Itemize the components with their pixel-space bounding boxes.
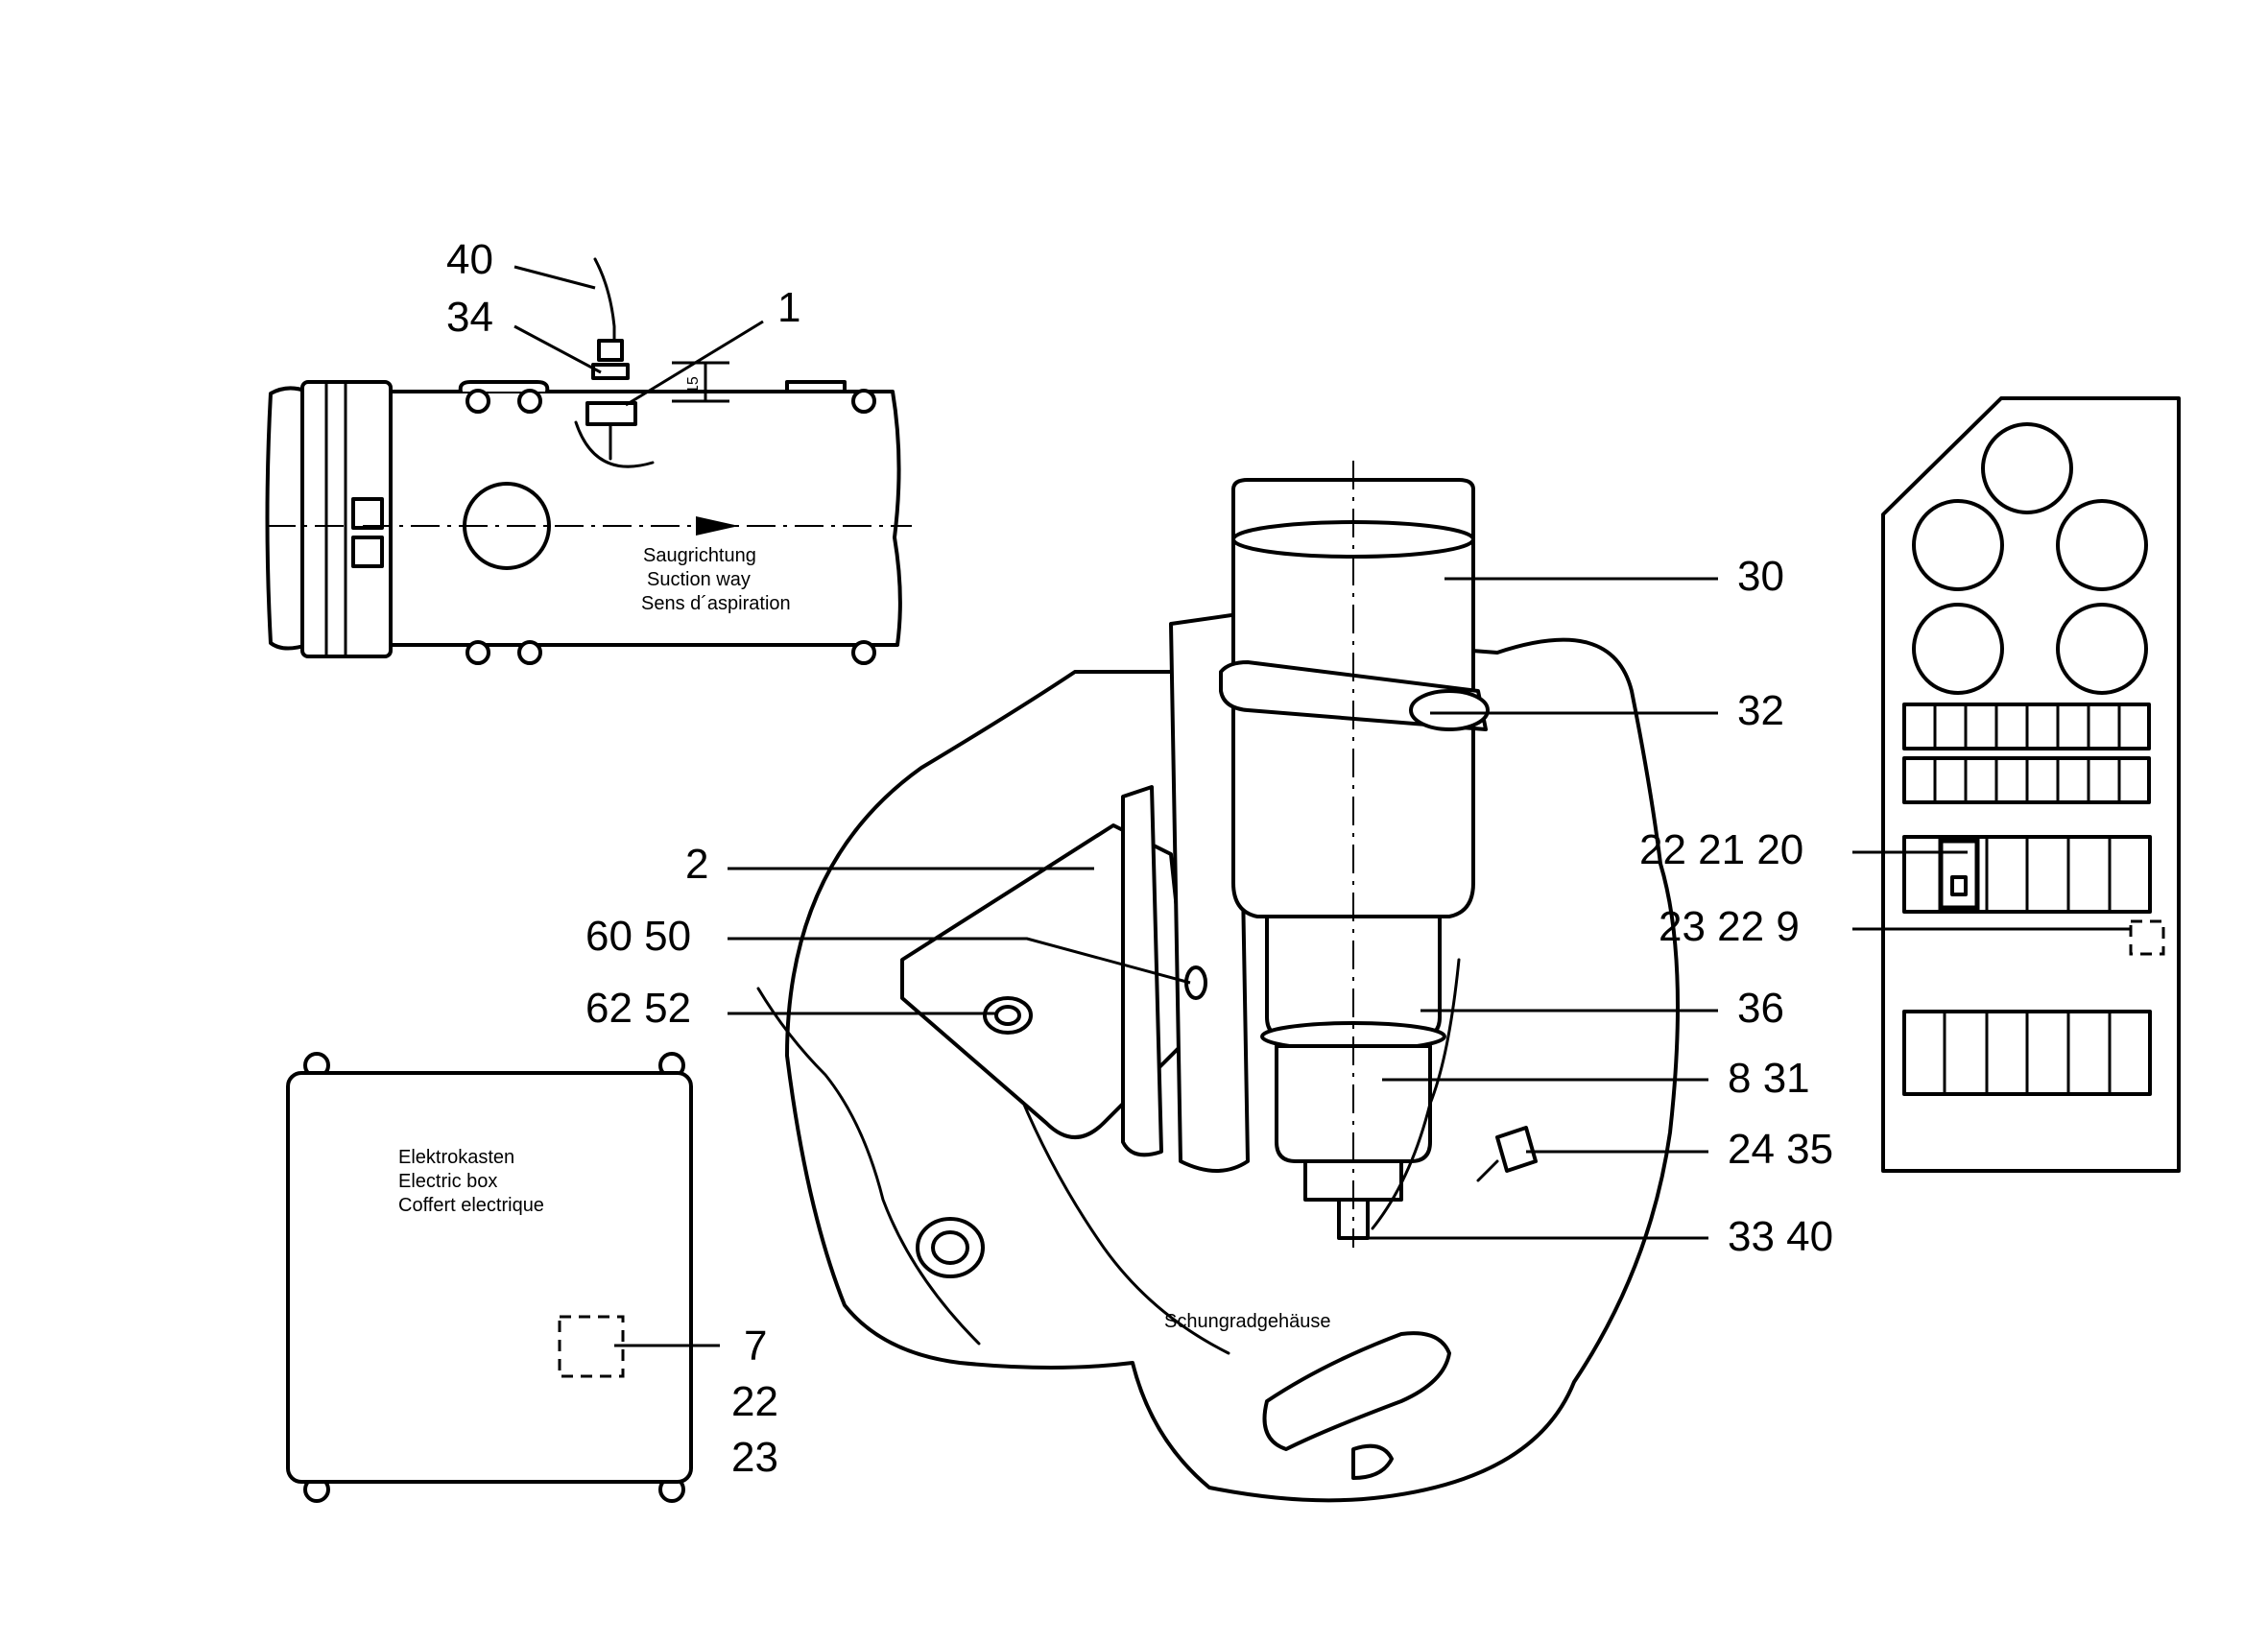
control-panel-callouts: 22 21 20 23 22 9 (1639, 826, 2131, 950)
electric-box-label-fr: Coffert electrique (398, 1195, 544, 1216)
callout-8-31: 8 31 (1728, 1055, 1810, 1102)
fuel-filter-drawing (1219, 461, 1490, 1248)
dimension-15: 15 (685, 376, 702, 393)
electric-box-drawing: Elektrokasten Electric box Coffert elect… (286, 1052, 693, 1503)
suction-pipe-callouts: 40 34 1 (446, 236, 800, 407)
electric-box-callouts: 7 22 23 (614, 1322, 778, 1481)
flywheel-housing-drawing: Schungradgehäuse (756, 612, 1680, 1503)
callout-32: 32 (1737, 687, 1784, 734)
electric-box-label-de: Elektrokasten (398, 1147, 514, 1168)
callout-30: 30 (1737, 553, 1784, 600)
callout-22-21-20: 22 21 20 (1639, 826, 1803, 873)
callout-62-52: 62 52 (585, 985, 691, 1032)
callout-40-sensor-cable: 40 (446, 236, 493, 283)
callout-1: 1 (777, 284, 800, 331)
callout-60-50: 60 50 (585, 913, 691, 960)
callout-22-box: 22 (731, 1378, 778, 1425)
electric-box-label-en: Electric box (398, 1171, 497, 1192)
suction-direction-en: Suction way (647, 569, 751, 590)
suction-direction-de: Saugrichtung (643, 545, 756, 566)
center-callouts: 30 32 2 60 50 62 52 36 8 31 24 35 33 40 (585, 553, 1833, 1260)
callout-23-box: 23 (731, 1434, 778, 1481)
control-panel-drawing (1881, 396, 2181, 1173)
callout-7: 7 (744, 1322, 767, 1370)
flywheel-housing-label: Schungradgehäuse (1164, 1311, 1330, 1332)
suction-pipe-drawing: 15 Saugrichtung Suction way Sens d´aspir… (265, 257, 912, 665)
callout-24-35: 24 35 (1728, 1126, 1833, 1173)
callout-34: 34 (446, 294, 493, 341)
callout-23-22-9: 23 22 9 (1659, 903, 1800, 950)
callout-2: 2 (685, 841, 708, 888)
callout-36: 36 (1737, 985, 1784, 1032)
callout-33-40: 33 40 (1728, 1213, 1833, 1260)
suction-direction-fr: Sens d´aspiration (641, 593, 791, 614)
